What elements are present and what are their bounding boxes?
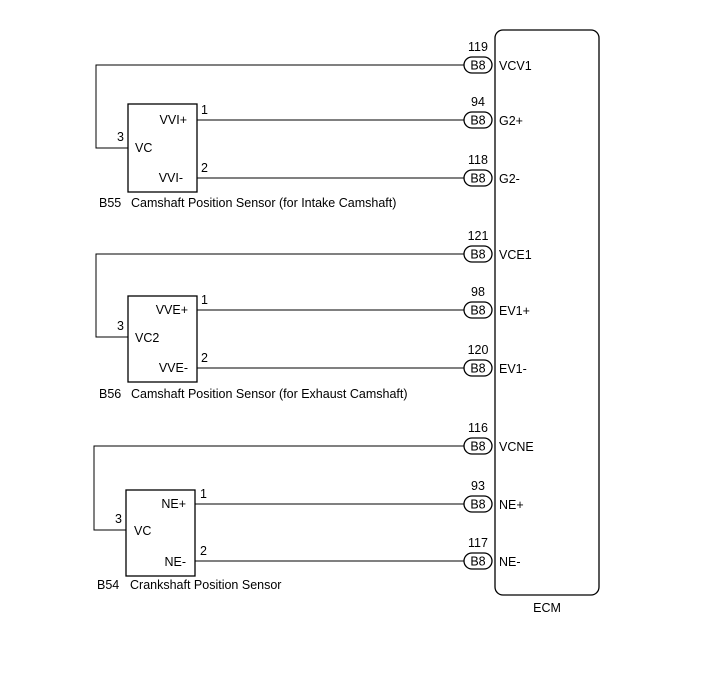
- ecm-pin-number: 93: [471, 479, 485, 493]
- connector-b8: [463, 495, 493, 513]
- sensor-b55-name: Camshaft Position Sensor (for Intake Cam…: [131, 196, 396, 210]
- ecm-pin-label-ev1-minus: EV1-: [499, 362, 527, 376]
- sensor-b56-pin-2: 2: [201, 351, 208, 365]
- sensor-b56-pos-label: VVE+: [156, 303, 188, 317]
- wire-vce1: [95, 253, 464, 338]
- ecm-pin-number: 118: [468, 153, 488, 167]
- wire-vcv1: [95, 64, 464, 149]
- sensor-b56-neg-label: VVE-: [159, 361, 188, 375]
- connector-b8: [463, 56, 493, 74]
- connector-b8: [463, 552, 493, 570]
- connector-b8: [463, 245, 493, 263]
- ecm-pin-label-vcne: VCNE: [499, 440, 534, 454]
- sensor-b56-vc-label: VC2: [135, 331, 159, 345]
- sensor-b54-name: Crankshaft Position Sensor: [130, 578, 281, 592]
- sensor-b55-pin-2: 2: [201, 161, 208, 175]
- ecm-pin-number: 98: [471, 285, 485, 299]
- ecm-pin-label-ev1-plus: EV1+: [499, 304, 530, 318]
- connector-code: B8: [470, 172, 485, 186]
- ecm-pin-label-g2-minus: G2-: [499, 172, 520, 186]
- sensor-b54-box: [125, 489, 196, 577]
- connector-code: B8: [470, 362, 485, 376]
- connector-b8: [463, 111, 493, 129]
- ecm-pin-number: 121: [468, 229, 489, 243]
- sensor-b55-neg-label: VVI-: [159, 171, 183, 185]
- ecm-pin-number: 119: [468, 40, 488, 54]
- wire-vcne: [93, 445, 464, 531]
- sensor-b56-name: Camshaft Position Sensor (for Exhaust Ca…: [131, 387, 408, 401]
- ecm-label: ECM: [533, 601, 561, 615]
- sensor-b55-pos-label: VVI+: [160, 113, 187, 127]
- sensor-b56-box: [127, 295, 198, 383]
- sensor-b54-code: B54: [97, 578, 119, 592]
- sensor-b55-code: B55: [99, 196, 121, 210]
- ecm-pin-number: 94: [471, 95, 485, 109]
- ecm-pin-number: 120: [468, 343, 489, 357]
- connector-b8: [463, 359, 493, 377]
- sensor-b55-group: VC VVI+ VVI- 3 1 2 B55 Camshaft Position…: [95, 40, 532, 210]
- sensor-b54-pin-2: 2: [200, 544, 207, 558]
- connector-code: B8: [470, 59, 485, 73]
- connector-code: B8: [470, 555, 485, 569]
- sensor-b54-group: VC NE+ NE- 3 1 2 B54 Crankshaft Position…: [93, 421, 534, 592]
- ecm-pin-label-g2-plus: G2+: [499, 114, 523, 128]
- connector-b8: [463, 301, 493, 319]
- ecm-pin-label-ne-minus: NE-: [499, 555, 521, 569]
- ecm-box: [494, 29, 600, 596]
- ecm-pin-label-vcv1: VCV1: [499, 59, 532, 73]
- sensor-b55-pin-1: 1: [201, 103, 208, 117]
- connector-code: B8: [470, 248, 485, 262]
- sensor-b55-box: [127, 103, 198, 193]
- ecm-pin-number: 117: [468, 536, 488, 550]
- sensor-b54-pin-1: 1: [200, 487, 207, 501]
- sensor-b54-vc-label: VC: [134, 524, 151, 538]
- connector-b8: [463, 437, 493, 455]
- connector-b8: [463, 169, 493, 187]
- ecm-pin-label-vce1: VCE1: [499, 248, 532, 262]
- sensor-b55-pin-3: 3: [117, 130, 124, 144]
- sensor-b56-pin-3: 3: [117, 319, 124, 333]
- sensor-b56-group: VC2 VVE+ VVE- 3 1 2 B56 Camshaft Positio…: [95, 229, 532, 401]
- sensor-b56-code: B56: [99, 387, 121, 401]
- sensor-b54-neg-label: NE-: [164, 555, 186, 569]
- sensor-b54-pos-label: NE+: [161, 497, 186, 511]
- connector-code: B8: [470, 114, 485, 128]
- ecm-pin-label-ne-plus: NE+: [499, 498, 524, 512]
- connector-code: B8: [470, 440, 485, 454]
- sensor-b56-pin-1: 1: [201, 293, 208, 307]
- sensor-b55-vc-label: VC: [135, 141, 152, 155]
- sensor-b54-pin-3: 3: [115, 512, 122, 526]
- connector-code: B8: [470, 304, 485, 318]
- connector-code: B8: [470, 498, 485, 512]
- ecm-pin-number: 116: [468, 421, 488, 435]
